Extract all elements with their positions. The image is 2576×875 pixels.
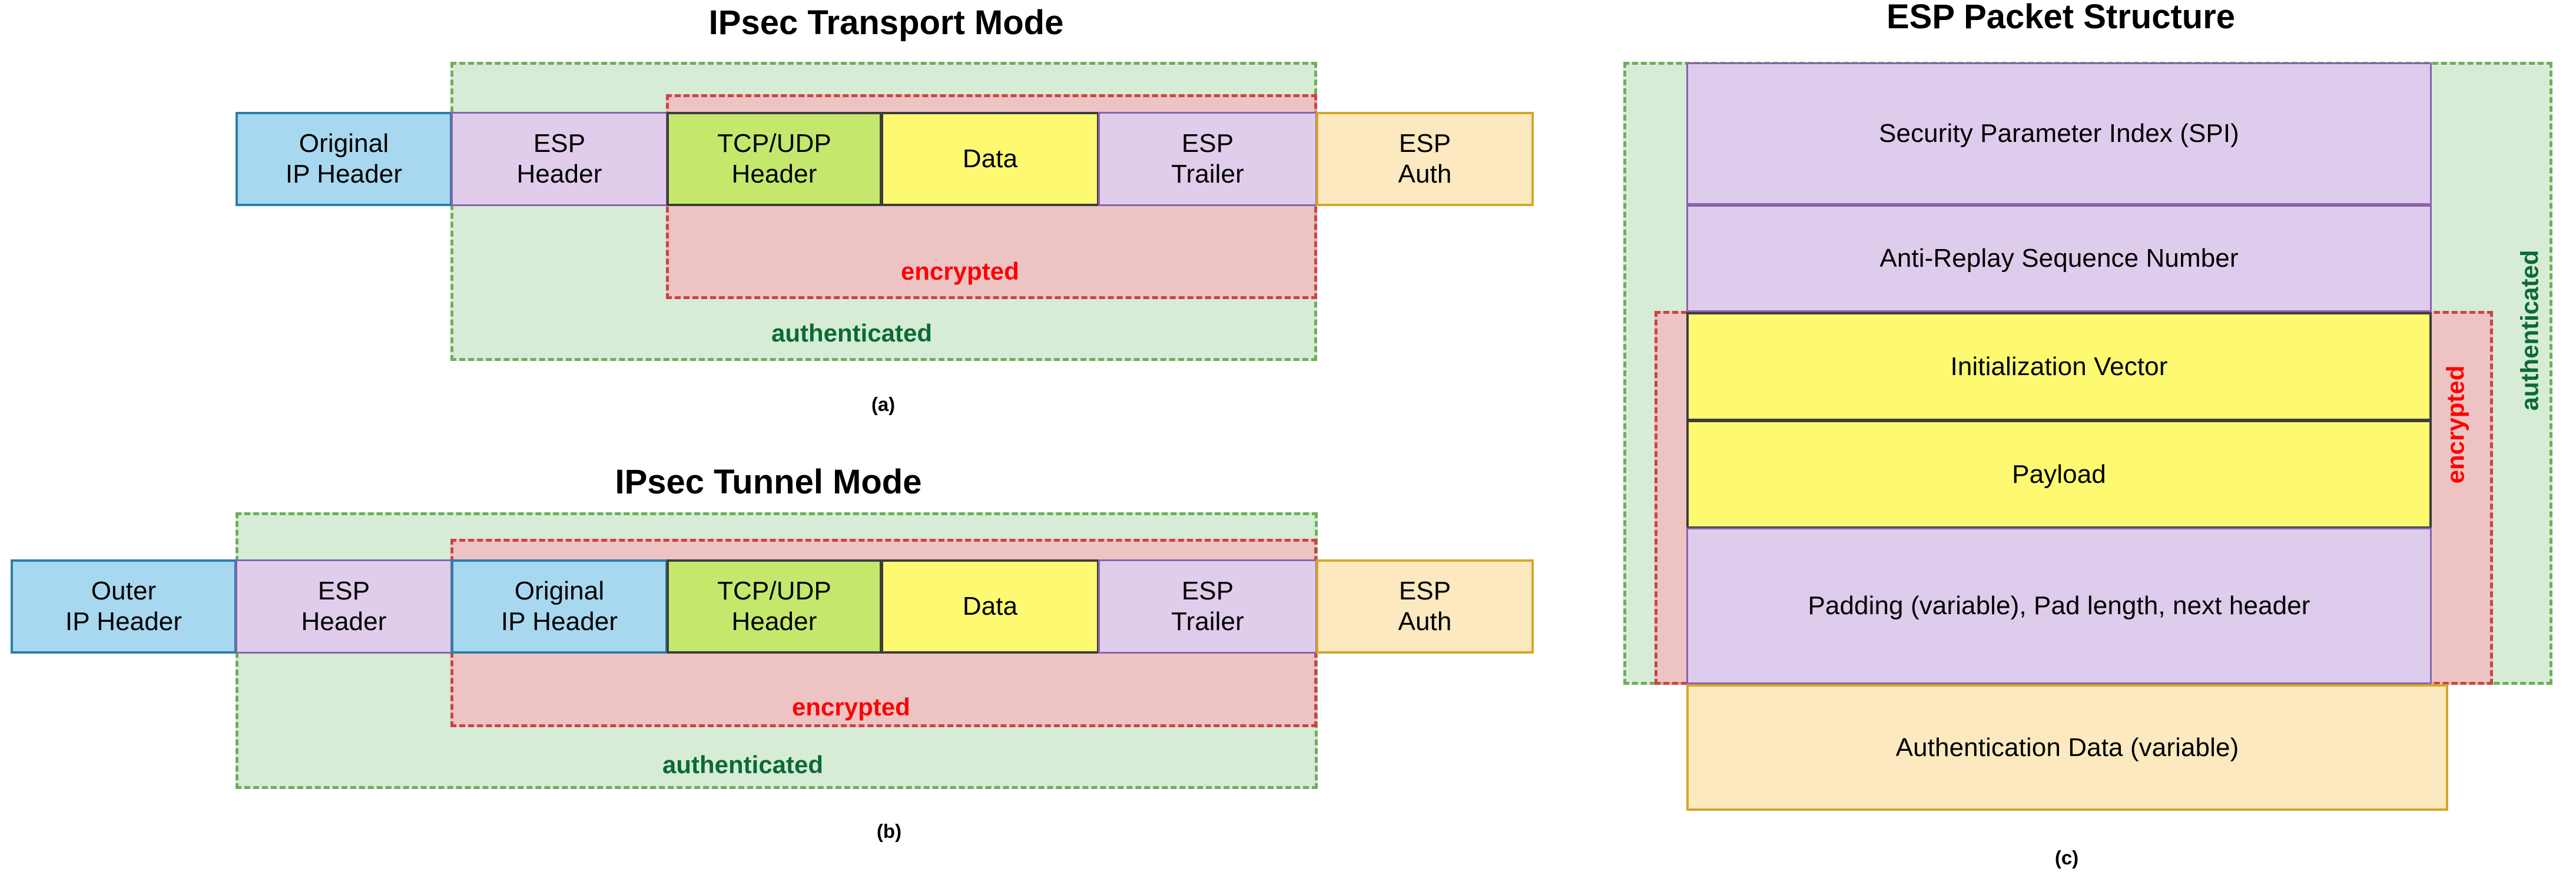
field-line-1: Original [299, 129, 389, 158]
field-line-1: ESP [533, 129, 586, 158]
row-label: Padding (variable), Pad length, next hea… [1808, 591, 2310, 621]
field-line-1: ESP [1181, 576, 1234, 606]
row-label: Payload [2012, 459, 2106, 489]
field-line-2: IP Header [285, 160, 403, 188]
field-line-2: Trailer [1171, 160, 1244, 188]
esp-authenticated-label: authenticated [2515, 250, 2544, 411]
esp-structure-title: ESP Packet Structure [1886, 0, 2236, 36]
field-line-1: Data [962, 144, 1018, 174]
field-line-2: Auth [1398, 160, 1452, 188]
transport-mode-caption: (a) [871, 393, 896, 415]
esp-structure-caption: (c) [2054, 847, 2079, 869]
field-line-2: Auth [1398, 607, 1452, 636]
esp-row-padding: Padding (variable), Pad length, next hea… [1686, 528, 2432, 684]
tunnel-encrypted-label: encrypted [792, 693, 910, 721]
transport-field-tcp-udp-header: TCP/UDP Header [667, 112, 882, 206]
field-line-1: TCP/UDP [717, 129, 831, 158]
tunnel-authenticated-label: authenticated [662, 751, 824, 778]
esp-row-payload: Payload [1686, 420, 2432, 529]
transport-field-esp-header: ESP Header [451, 112, 668, 206]
field-line-1: ESP [1398, 576, 1451, 606]
field-line-1: Original [514, 576, 605, 606]
transport-field-data: Data [881, 112, 1099, 206]
field-line-2: Header [301, 607, 387, 636]
field-line-2: Trailer [1171, 607, 1244, 636]
esp-row-anti-replay: Anti-Replay Sequence Number [1686, 205, 2432, 312]
tunnel-field-original-ip-header: Original IP Header [451, 559, 668, 654]
field-line-1: ESP [1398, 129, 1451, 158]
transport-field-esp-auth: ESP Auth [1316, 112, 1534, 206]
field-line-1: Outer [91, 576, 157, 606]
field-line-2: IP Header [500, 607, 618, 636]
tunnel-field-esp-header: ESP Header [236, 559, 452, 654]
esp-row-initialization-vector: Initialization Vector [1686, 312, 2432, 421]
field-line-1: Data [962, 592, 1018, 621]
row-label: Security Parameter Index (SPI) [1879, 119, 2239, 148]
tunnel-mode-title: IPsec Tunnel Mode [615, 463, 922, 501]
esp-row-spi: Security Parameter Index (SPI) [1686, 62, 2432, 205]
row-label: Authentication Data (variable) [1895, 733, 2239, 762]
esp-row-authentication-data: Authentication Data (variable) [1686, 684, 2448, 811]
transport-mode-title: IPsec Transport Mode [708, 4, 1064, 42]
tunnel-field-esp-trailer: ESP Trailer [1098, 559, 1317, 654]
field-line-1: ESP [1181, 129, 1234, 158]
field-line-2: IP Header [65, 607, 183, 636]
transport-field-esp-trailer: ESP Trailer [1098, 112, 1317, 206]
field-line-2: Header [516, 160, 602, 188]
row-label: Initialization Vector [1950, 352, 2168, 381]
tunnel-mode-caption: (b) [876, 820, 902, 842]
field-line-1: ESP [317, 576, 370, 606]
row-label: Anti-Replay Sequence Number [1879, 244, 2239, 273]
tunnel-field-outer-ip-header: Outer IP Header [11, 559, 237, 654]
esp-encrypted-label: encrypted [2441, 365, 2469, 484]
tunnel-field-data: Data [881, 559, 1099, 654]
transport-authenticated-label: authenticated [771, 319, 933, 347]
field-line-2: Header [731, 607, 817, 636]
transport-encrypted-label: encrypted [901, 257, 1019, 285]
field-line-1: TCP/UDP [717, 576, 831, 606]
field-line-2: Header [731, 160, 817, 188]
tunnel-field-tcp-udp-header: TCP/UDP Header [667, 559, 882, 654]
transport-field-original-ip-header: Original IP Header [236, 112, 452, 206]
tunnel-field-esp-auth: ESP Auth [1316, 559, 1534, 654]
